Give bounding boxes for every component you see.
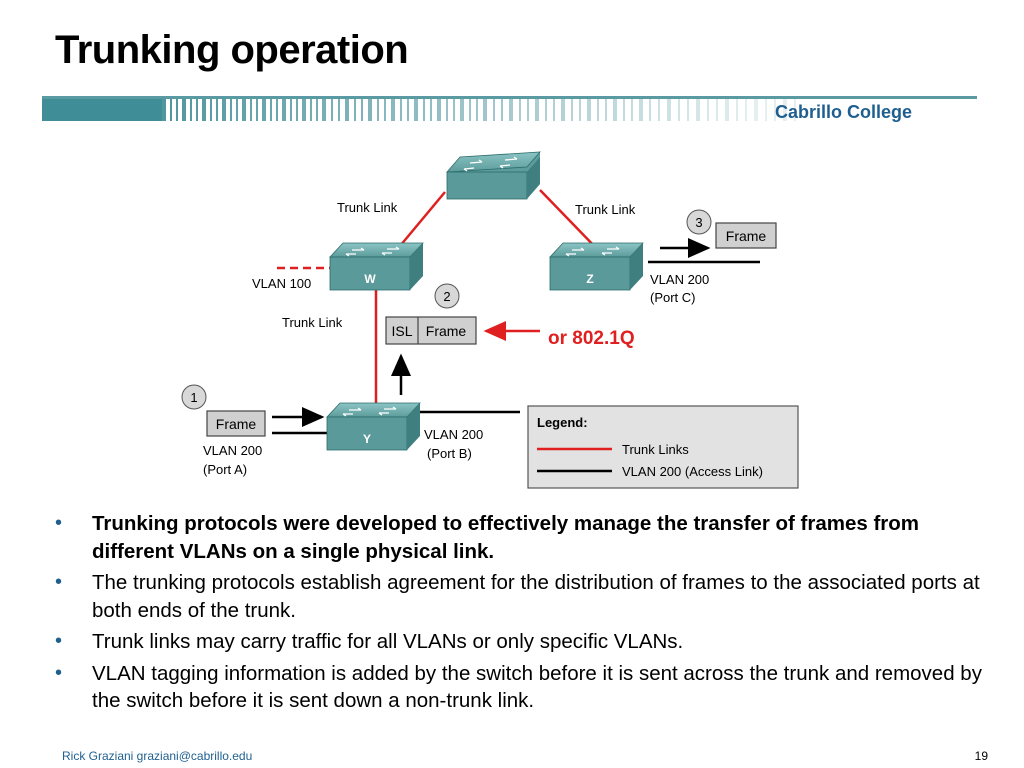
- svg-text:2: 2: [443, 289, 450, 304]
- isl-frame-label: Frame: [426, 323, 467, 339]
- slide-title: Trunking operation: [55, 28, 409, 72]
- switch-y-icon: Y: [326, 402, 421, 451]
- switch-y-label: Y: [363, 432, 371, 446]
- trunk-link-top-z: [539, 189, 601, 253]
- footer-author: Rick Graziani graziani@cabrillo.edu: [62, 749, 253, 763]
- bullet-item: • VLAN tagging information is added by t…: [55, 661, 982, 713]
- vlan200-port-a-label: VLAN 200: [203, 443, 262, 458]
- cabrillo-college-logo: Cabrillo College: [775, 102, 913, 122]
- vlan200-port-c-label: VLAN 200: [650, 272, 709, 287]
- trunk-link-left-label: Trunk Link: [337, 200, 398, 215]
- bullet-item: • The trunking protocols establish agree…: [55, 571, 980, 622]
- isl-frame-box: ISL Frame: [385, 316, 477, 345]
- frame-1-box: Frame: [206, 410, 266, 437]
- bullet-marker: •: [55, 512, 63, 534]
- switch-z-icon: Z: [549, 242, 644, 291]
- svg-text:1: 1: [190, 390, 197, 405]
- bullet-item: • Trunking protocols were developed to e…: [55, 512, 920, 563]
- trunking-diagram: W Z Y Trunk Link Trunk Link Trunk Link V…: [181, 151, 799, 489]
- legend-trunk-links: Trunk Links: [622, 442, 689, 457]
- port-b-label: (Port B): [427, 446, 472, 461]
- port-c-label: (Port C): [650, 290, 696, 305]
- switch-top-icon: [446, 151, 541, 200]
- or-8021q-label: or 802.1Q: [548, 328, 635, 349]
- legend-access-link: VLAN 200 (Access Link): [622, 464, 763, 479]
- port-a-label: (Port A): [203, 462, 247, 477]
- bullet-item: • Trunk links may carry traffic for all …: [55, 628, 985, 656]
- switch-w-label: W: [364, 272, 376, 286]
- header-banner: [42, 96, 977, 122]
- bullet-marker: •: [55, 571, 63, 593]
- step-1-badge: 1: [181, 384, 207, 410]
- frame-3-box: Frame: [715, 222, 777, 249]
- svg-text:Frame: Frame: [216, 416, 257, 432]
- vlan200-port-b-label: VLAN 200: [424, 427, 483, 442]
- trunk-link-top-w: [394, 191, 446, 253]
- bullet-list: • Trunking protocols were developed to e…: [55, 510, 985, 719]
- trunk-link-mid-label: Trunk Link: [282, 315, 343, 330]
- bullet-marker: •: [55, 630, 63, 652]
- step-3-badge: 3: [686, 209, 712, 235]
- isl-label: ISL: [391, 323, 412, 339]
- legend: Legend: Trunk Links VLAN 200 (Access Lin…: [527, 405, 799, 489]
- svg-text:3: 3: [695, 215, 702, 230]
- switch-w-icon: W: [329, 242, 424, 291]
- svg-text:Frame: Frame: [726, 228, 767, 244]
- switch-z-label: Z: [586, 272, 593, 286]
- step-2-badge: 2: [434, 283, 460, 309]
- page-number: 19: [974, 749, 988, 763]
- vlan100-label: VLAN 100: [252, 276, 311, 291]
- bullet-marker: •: [55, 661, 63, 684]
- trunk-link-right-label: Trunk Link: [575, 202, 636, 217]
- legend-title: Legend:: [537, 415, 588, 430]
